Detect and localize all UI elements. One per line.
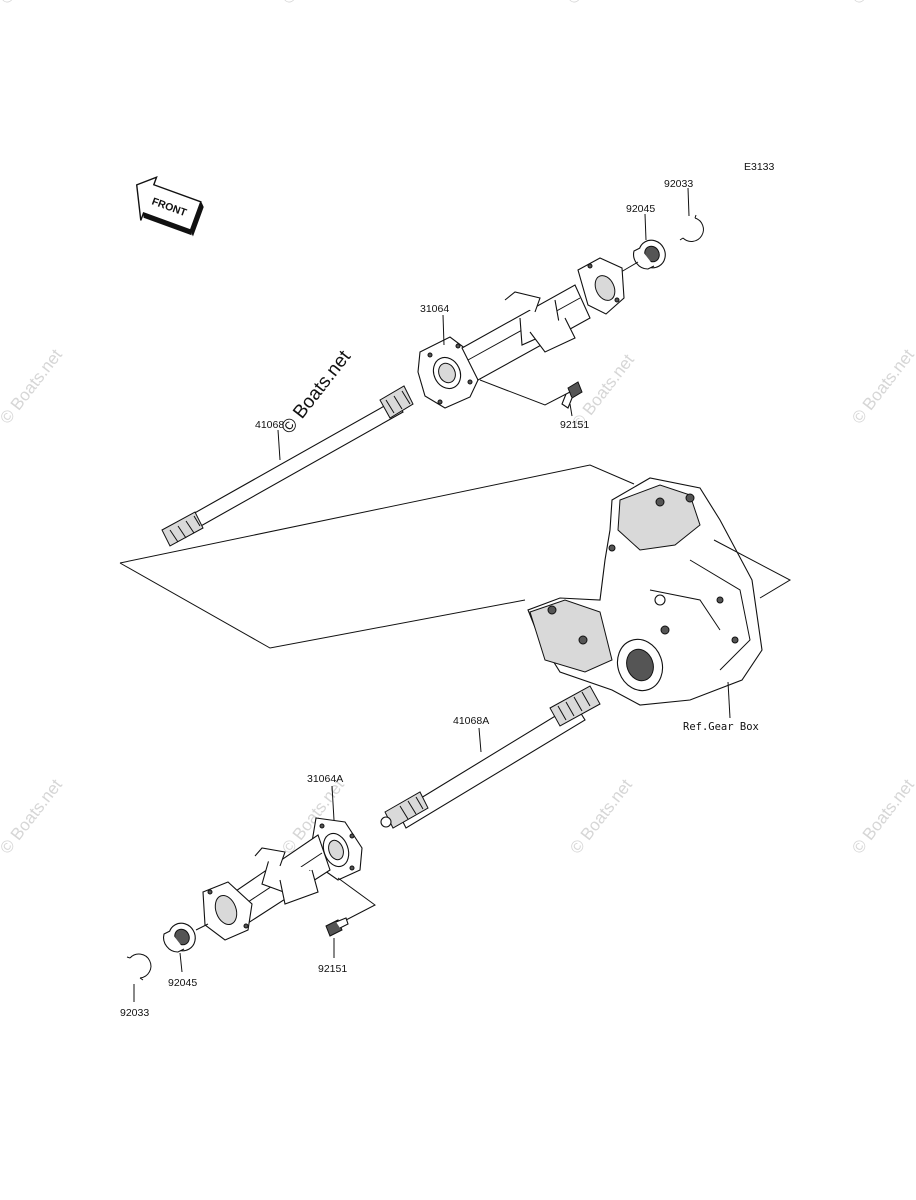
front-arrow-icon: FRONT: [135, 176, 204, 237]
gear-box: Ref.Gear Box: [527, 477, 763, 733]
part-label-92045-lower: 92045: [168, 977, 197, 989]
watermark-layer: © Boats.net © Boats.net © Boats.net © Bo…: [0, 0, 916, 857]
retaining-ring-lower: 92033: [120, 953, 152, 1019]
gear-box-ref-label: Ref.Gear Box: [683, 721, 759, 733]
part-label-31064A: 31064A: [307, 773, 343, 785]
watermark-main: © Boats.net: [277, 346, 355, 438]
bolt-upper: 92151: [479, 379, 589, 431]
watermark: © Boats.net: [0, 345, 66, 427]
axle-housing-upper: 31064: [417, 257, 625, 409]
watermark: © Boats.net: [278, 0, 348, 7]
part-label-92045-upper: 92045: [626, 203, 655, 215]
watermark: © Boats.net: [563, 0, 633, 7]
part-label-92151-upper: 92151: [560, 419, 589, 431]
bolt-lower: 92151: [318, 877, 376, 975]
part-label-41068: 41068: [255, 419, 284, 431]
part-label-92033-upper: 92033: [664, 178, 693, 190]
part-label-92033-lower: 92033: [120, 1007, 149, 1019]
watermark: © Boats.net: [566, 775, 636, 857]
watermark: © Boats.net: [0, 775, 66, 857]
diagram-code: E3133: [744, 161, 775, 173]
watermark: © Boats.net: [848, 345, 916, 427]
retaining-ring-upper: 92033: [664, 178, 704, 242]
watermark: © Boats.net: [0, 0, 66, 7]
axle-shaft-lower: 41068A: [380, 685, 601, 829]
part-label-31064: 31064: [420, 303, 449, 315]
watermark: © Boats.net: [848, 775, 916, 857]
watermark: © Boats.net: [848, 0, 916, 7]
oil-seal-lower: 92045: [163, 922, 209, 989]
oil-seal-upper: 92045: [626, 203, 666, 270]
axle-shaft-upper: 41068: [161, 385, 414, 547]
part-label-92151-lower: 92151: [318, 963, 347, 975]
part-label-41068A: 41068A: [453, 715, 489, 727]
